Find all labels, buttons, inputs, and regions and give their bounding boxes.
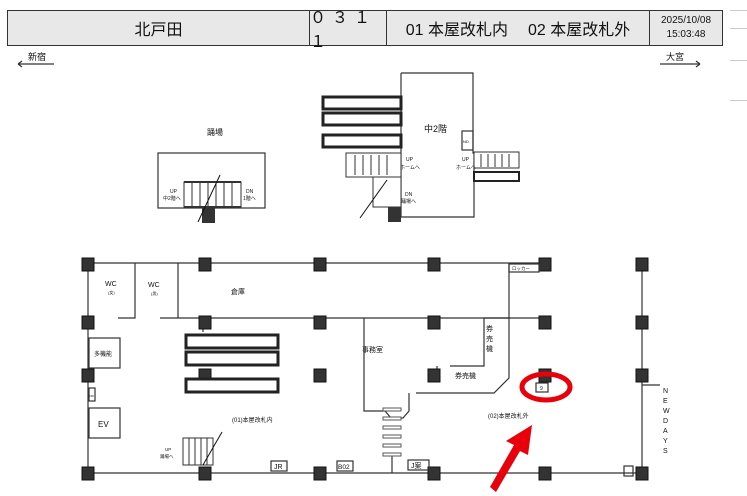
svg-text:DN: DN xyxy=(405,192,413,198)
svg-text:B02: B02 xyxy=(338,464,350,471)
svg-text:ND: ND xyxy=(463,139,469,144)
svg-text:1階へ: 1階へ xyxy=(243,195,256,202)
svg-text:(女): (女) xyxy=(108,289,115,295)
svg-text:ND: ND xyxy=(90,394,95,398)
wc-men: WC xyxy=(148,282,160,289)
time: 15:03:48 xyxy=(666,29,706,40)
target-marker[interactable] xyxy=(535,382,549,393)
ground-stairs xyxy=(182,431,223,466)
svg-text:S: S xyxy=(663,448,668,455)
inside-gate-label: (01)本屋改札内 xyxy=(232,416,273,424)
svg-text:N: N xyxy=(663,388,668,395)
svg-text:E: E xyxy=(663,398,668,405)
area-labels: 01 本屋改札内 02 本屋改札外 xyxy=(387,11,650,45)
svg-text:新宿: 新宿 xyxy=(28,51,46,62)
area-1: 01 本屋改札内 xyxy=(405,22,508,39)
svg-text:J案: J案 xyxy=(411,461,422,470)
svg-text:UP: UP xyxy=(462,157,470,163)
direction-left: 新宿 xyxy=(17,51,54,68)
ground-walls xyxy=(87,262,660,474)
pillars xyxy=(81,257,649,481)
svg-text:売: 売 xyxy=(486,334,493,343)
landing-label: 踊場 xyxy=(207,127,223,137)
svg-text:中2階へ: 中2階へ xyxy=(163,195,181,202)
highlight-circle xyxy=(519,371,573,403)
ticket-machine-label: 券売機 xyxy=(455,371,476,380)
svg-text:UP: UP xyxy=(170,189,178,195)
svg-text:機: 機 xyxy=(486,344,493,353)
ticket-machine-vertical: 券売機 xyxy=(486,324,493,353)
svg-text:9: 9 xyxy=(540,386,543,392)
escalators-upper xyxy=(321,95,520,222)
timestamp: 2025/10/08 15:03:48 xyxy=(650,11,722,45)
date: 2025/10/08 xyxy=(660,15,712,26)
highlight-arrow xyxy=(490,425,532,492)
escalators-ground xyxy=(184,333,280,394)
svg-text:ホームへ: ホームへ xyxy=(456,165,476,171)
landing-stairs xyxy=(183,174,242,223)
svg-text:W: W xyxy=(663,408,670,415)
svg-text:DN: DN xyxy=(246,189,254,195)
direction-right: 大宮 xyxy=(660,51,701,68)
outside-gate-label: (02)本屋改札外 xyxy=(488,412,529,420)
wc-women: WC xyxy=(105,281,117,288)
b02-sign xyxy=(336,460,354,472)
jr-sign xyxy=(270,460,288,472)
svg-text:券: 券 xyxy=(486,324,493,333)
svg-text:ホームへ: ホームへ xyxy=(400,165,420,171)
guide-sign xyxy=(407,459,430,471)
svg-text:Y: Y xyxy=(663,438,668,445)
office-label: 事務室 xyxy=(362,345,383,354)
mezzanine-label: 中2階 xyxy=(424,123,447,134)
svg-text:踊場へ: 踊場へ xyxy=(160,453,174,460)
gate-lanes xyxy=(382,407,402,457)
storage-label: 倉庫 xyxy=(231,287,245,296)
svg-text:EV: EV xyxy=(98,420,109,429)
svg-text:A: A xyxy=(663,428,668,435)
svg-text:UP: UP xyxy=(406,157,414,163)
station-name: 北戸田 xyxy=(8,11,310,45)
elevator xyxy=(88,407,121,439)
svg-text:大宮: 大宮 xyxy=(666,51,684,62)
svg-text:多機能: 多機能 xyxy=(94,350,112,358)
svg-text:(男): (男) xyxy=(151,291,158,296)
svg-text:D: D xyxy=(663,418,668,425)
svg-text:踊場へ: 踊場へ xyxy=(401,198,416,205)
area-2: 02 本屋改札外 xyxy=(528,22,631,39)
locker-label: ロッカー xyxy=(512,266,530,272)
svg-text:UP: UP xyxy=(165,447,171,452)
multipurpose-toilet xyxy=(88,337,121,369)
svg-text:JR: JR xyxy=(274,464,283,471)
